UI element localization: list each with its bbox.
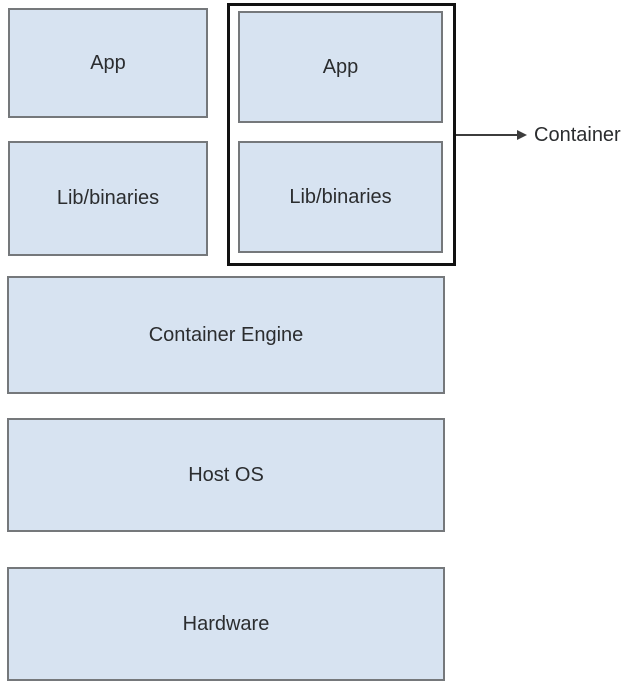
box-lib-binaries-left-label: Lib/binaries	[56, 187, 160, 209]
box-host-os-label: Host OS	[188, 463, 264, 486]
container-callout-label: Container	[534, 124, 621, 146]
box-app-right: App	[238, 11, 443, 123]
box-container-engine: Container Engine	[7, 276, 445, 394]
box-lib-binaries-left: Lib/binaries	[8, 141, 208, 256]
container-arrow-line	[456, 134, 518, 136]
box-app-left: App	[8, 8, 208, 118]
container-arrow-head-icon	[517, 130, 527, 140]
box-lib-binaries-right-label: Lib/binaries	[289, 185, 392, 208]
box-hardware: Hardware	[7, 567, 445, 681]
container-outline	[227, 3, 456, 266]
box-lib-binaries-right: Lib/binaries	[238, 141, 443, 253]
box-app-right-label: App	[322, 55, 359, 78]
box-host-os: Host OS	[7, 418, 445, 532]
box-hardware-label: Hardware	[182, 612, 270, 635]
box-container-engine-label: Container Engine	[148, 323, 304, 346]
box-app-left-label: App	[90, 51, 126, 74]
